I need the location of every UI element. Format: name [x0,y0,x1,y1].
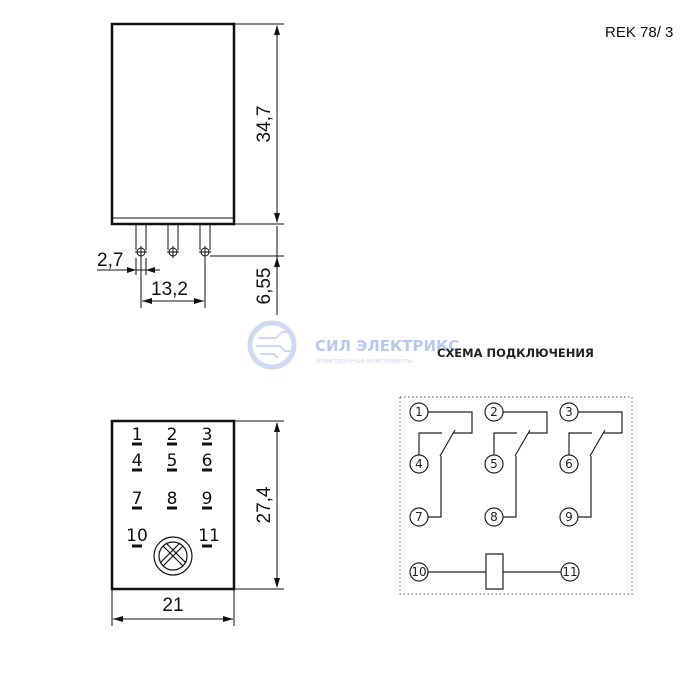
key-icon [154,537,192,575]
relay-body [112,24,234,224]
bottom-view [112,421,284,626]
terminal-label: 6 [565,457,573,471]
terminal-label: 4 [415,457,423,471]
contact-group-3 [569,412,622,517]
dim-pin-diameter: 2,7 [97,250,123,271]
pin-number: 8 [167,489,178,509]
model-label: REK 78/ 3 [605,24,673,41]
pin-number: 10 [126,526,148,546]
terminal-label: 1 [415,405,423,419]
relay-base [112,421,234,589]
coil [486,554,503,589]
terminal-label: 9 [565,510,573,524]
terminal-label: 11 [562,565,577,579]
dim-height: 34,7 [254,106,275,143]
terminal-label: 10 [411,565,426,579]
side-view [97,24,284,315]
contact-group-1 [419,412,472,517]
dim-pin-pitch: 13,2 [151,279,188,300]
pin-number: 3 [202,425,213,445]
pin-number: 7 [132,489,143,509]
dim-base-depth: 27,4 [254,486,275,523]
pin-number: 4 [132,451,143,471]
pin-number: 1 [132,425,143,445]
terminal-label: 3 [565,405,573,419]
terminal-label: 8 [490,510,498,524]
contact-group-2 [494,412,547,517]
dim-width: 21 [162,595,183,616]
terminal-label: 7 [415,510,423,524]
terminal-labels: 1 2 3 4 5 6 7 8 9 10 11 [411,405,577,579]
watermark-logo [250,323,295,367]
watermark-tagline: электронные компоненты [316,357,413,365]
terminal-label: 2 [490,405,498,419]
schematic-title: СХЕМА ПОДКЛЮЧЕНИЯ [437,346,594,360]
pin-number: 2 [167,425,178,445]
watermark-name: СИЛ ЭЛЕКТРИКС [315,337,459,355]
pin-number: 9 [202,489,213,509]
pin-number: 11 [198,526,220,546]
wiring-diagram [400,397,632,594]
pin-numbers: 1 2 3 4 5 6 7 8 9 10 11 [126,425,220,546]
pin-number: 5 [167,451,178,471]
pins [135,224,211,258]
terminal-label: 5 [490,457,498,471]
dim-pin-length: 6,55 [254,268,275,305]
pin-number: 6 [202,451,213,471]
